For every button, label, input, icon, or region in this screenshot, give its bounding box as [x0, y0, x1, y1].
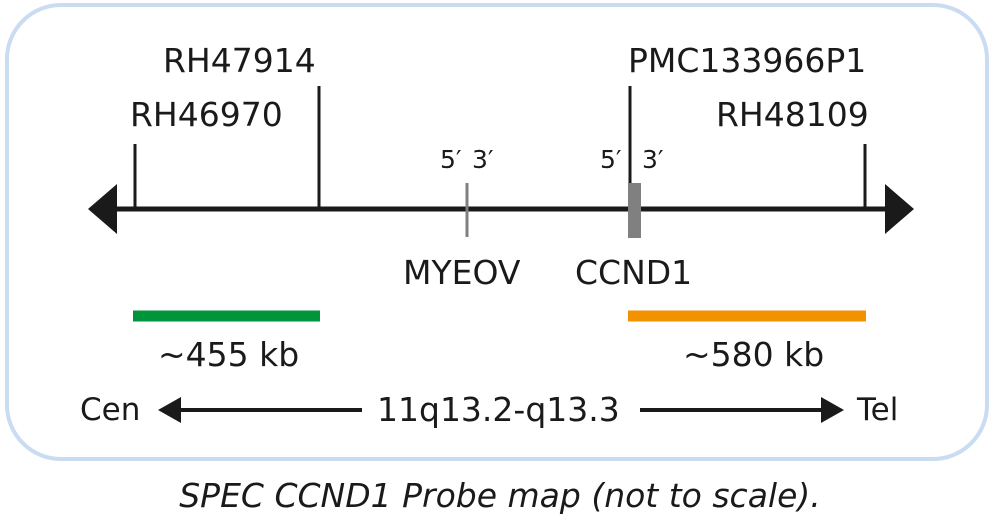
- ccnd1-block: [628, 183, 641, 238]
- marker-label-rh48109: RH48109: [716, 95, 869, 134]
- green-probe-size-label: ~455 kb: [158, 335, 300, 374]
- marker-label-rh47914: RH47914: [163, 41, 316, 80]
- cen-arrowhead: [158, 397, 181, 423]
- myeov-5prime-label: 5′: [440, 145, 462, 174]
- ccnd1-3prime-label: 3′: [642, 145, 664, 174]
- diagram-frame: [5, 3, 989, 461]
- figure-caption: SPEC CCND1 Probe map (not to scale).: [179, 476, 821, 515]
- right-arrowhead: [885, 184, 914, 234]
- telomere-label: Tel: [857, 392, 899, 428]
- gene-label-ccnd1: CCND1: [575, 253, 693, 292]
- marker-label-rh46970: RH46970: [130, 95, 283, 134]
- gene-label-myeov: MYEOV: [403, 253, 521, 292]
- ccnd1-5prime-label: 5′: [600, 145, 622, 174]
- myeov-3prime-label: 3′: [472, 145, 494, 174]
- marker-label-pmc133966p1: PMC133966P1: [628, 41, 867, 80]
- band-label: 11q13.2-q13.3: [371, 393, 626, 426]
- left-arrowhead: [88, 184, 117, 234]
- centromere-label: Cen: [80, 392, 141, 428]
- orange-probe-size-label: ~580 kb: [683, 335, 825, 374]
- tel-arrowhead: [821, 397, 844, 423]
